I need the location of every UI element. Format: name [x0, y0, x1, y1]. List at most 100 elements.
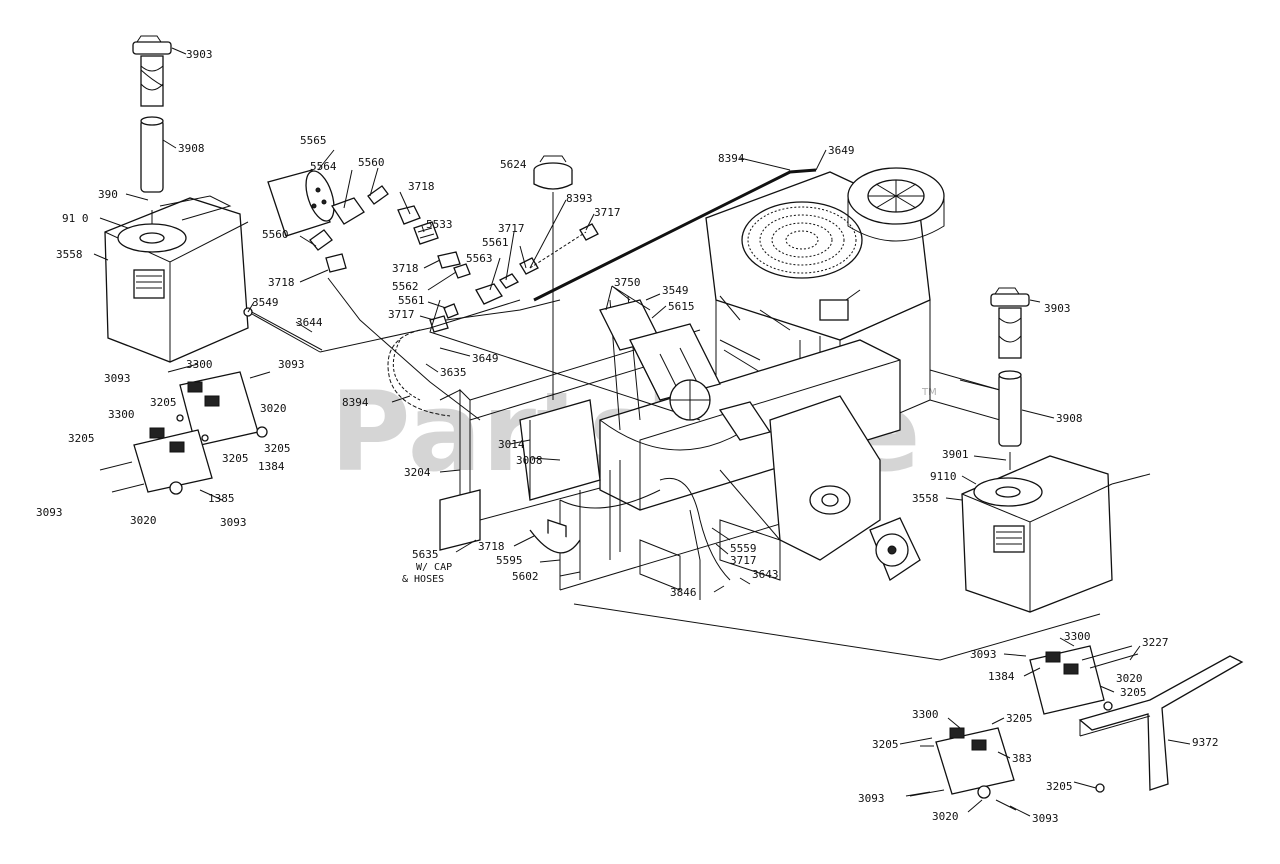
left-fuel-tank: [104, 195, 249, 363]
left-fuel-cap: [132, 35, 172, 107]
callout-3093-g: 3093: [1032, 812, 1059, 825]
callout-3549-center: 3549: [662, 284, 689, 297]
callout-3718-b: 3718: [268, 276, 295, 289]
callout-3750: 3750: [614, 276, 641, 289]
callout-3908-left: 3908: [178, 142, 205, 155]
callout-5561-a: 5561: [398, 294, 425, 307]
callout-5624: 5624: [500, 158, 527, 171]
fuel-filter: [267, 169, 599, 421]
callout-3093-f: 3093: [858, 792, 885, 805]
callout-3717-d: 3717: [730, 554, 757, 567]
callout-5533: 5533: [426, 218, 453, 231]
callout-9110: 9110: [930, 470, 957, 483]
callout-3008: 3008: [516, 454, 543, 467]
note-cap-line1: W/ CAP: [416, 562, 452, 573]
callout-8393: 8393: [566, 192, 593, 205]
callout-5615: 5615: [668, 300, 695, 313]
callout-3093-e: 3093: [970, 648, 997, 661]
right-mount-bracket: [899, 645, 1139, 811]
callout-5559: 5559: [730, 542, 757, 555]
callout-3300-d: 3300: [912, 708, 939, 721]
roll-bar-9372: [1078, 655, 1244, 791]
callout-3903-right: 3903: [1044, 302, 1071, 315]
callout-5602: 5602: [512, 570, 539, 583]
callout-1384-right: 1384: [988, 670, 1015, 683]
leader-lines: [93, 47, 1191, 817]
callout-3558-left: 3558: [56, 248, 83, 261]
callout-3558-right: 3558: [912, 492, 939, 505]
callout-3717-c: 3717: [594, 206, 621, 219]
callout-3549-left: 3549: [252, 296, 279, 309]
callout-3205-e: 3205: [1120, 686, 1147, 699]
callout-3093-a: 3093: [104, 372, 131, 385]
callout-3020-d: 3020: [932, 810, 959, 823]
right-fuel-cap: [990, 287, 1030, 359]
callout-3093-c: 3093: [36, 506, 63, 519]
callout-5564: 5564: [310, 160, 337, 173]
callout-3718-d: 3718: [478, 540, 505, 553]
callout-3717-b: 3717: [498, 222, 525, 235]
callout-3204: 3204: [404, 466, 431, 479]
right-fuel-tank: [961, 452, 1113, 613]
air-filter: [847, 167, 945, 242]
callout-3635: 3635: [440, 366, 467, 379]
battery-tray: [439, 399, 601, 554]
callout-5560-a: 5560: [358, 156, 385, 169]
callout-labels: 3903 3908 390 91 0 3558 3549 3644 3093 3…: [36, 48, 1219, 825]
callout-3014: 3014: [498, 438, 525, 451]
callout-1384-left: 1384: [258, 460, 285, 473]
engine-flywheel-screen: [747, 206, 857, 274]
right-fill-neck: [998, 370, 1022, 447]
callout-3205-h: 3205: [1046, 780, 1073, 793]
callout-3717-a: 3717: [388, 308, 415, 321]
callout-5560-b: 5560: [262, 228, 289, 241]
callout-5635: 5635: [412, 548, 439, 561]
callout-3649-center: 3649: [472, 352, 499, 365]
callout-3644: 3644: [296, 316, 323, 329]
callout-3205-c: 3205: [68, 432, 95, 445]
callout-3649-top: 3649: [828, 144, 855, 157]
callout-5563: 5563: [466, 252, 493, 265]
callout-5565: 5565: [300, 134, 327, 147]
callout-3846: 3846: [670, 586, 697, 599]
left-fill-neck: [140, 116, 164, 193]
callout-3643: 3643: [752, 568, 779, 581]
engine-controls: [599, 299, 772, 441]
callout-1385: 1385: [208, 492, 235, 505]
note-cap-line2: & HOSES: [402, 574, 444, 585]
callout-3205-d: 3205: [222, 452, 249, 465]
callout-8394-top: 8394: [718, 152, 745, 165]
callout-383: 383: [1012, 752, 1032, 765]
callout-910: 91 0: [62, 212, 89, 225]
callout-3020-a: 3020: [260, 402, 287, 415]
callout-5562: 5562: [392, 280, 419, 293]
callout-5561-b: 5561: [482, 236, 509, 249]
callout-3718-c: 3718: [392, 262, 419, 275]
callout-8394-left: 8394: [342, 396, 369, 409]
callout-3908-right: 3908: [1056, 412, 1083, 425]
watermark-trademark: TM: [921, 387, 937, 398]
callout-3205-f: 3205: [1006, 712, 1033, 725]
callout-3718-a: 3718: [408, 180, 435, 193]
callout-3020-b: 3020: [130, 514, 157, 527]
callout-3205-b: 3205: [264, 442, 291, 455]
callout-5595: 5595: [496, 554, 523, 567]
callout-3205-a: 3205: [150, 396, 177, 409]
callout-9372: 9372: [1192, 736, 1219, 749]
throttle-cable-8394: [533, 168, 817, 302]
left-mount-bracket: [99, 363, 271, 501]
callout-3300-b: 3300: [108, 408, 135, 421]
callout-3093-d: 3093: [220, 516, 247, 529]
callout-3093-b: 3093: [278, 358, 305, 371]
transmission: [719, 395, 921, 581]
callout-3901: 3901: [942, 448, 969, 461]
callout-3205-g: 3205: [872, 738, 899, 751]
callout-3227: 3227: [1142, 636, 1169, 649]
callout-3300-a: 3300: [186, 358, 213, 371]
callout-3903-left: 3903: [186, 48, 213, 61]
callout-3300-c: 3300: [1064, 630, 1091, 643]
left-fuel-line: [243, 307, 323, 353]
callout-390: 390: [98, 188, 118, 201]
